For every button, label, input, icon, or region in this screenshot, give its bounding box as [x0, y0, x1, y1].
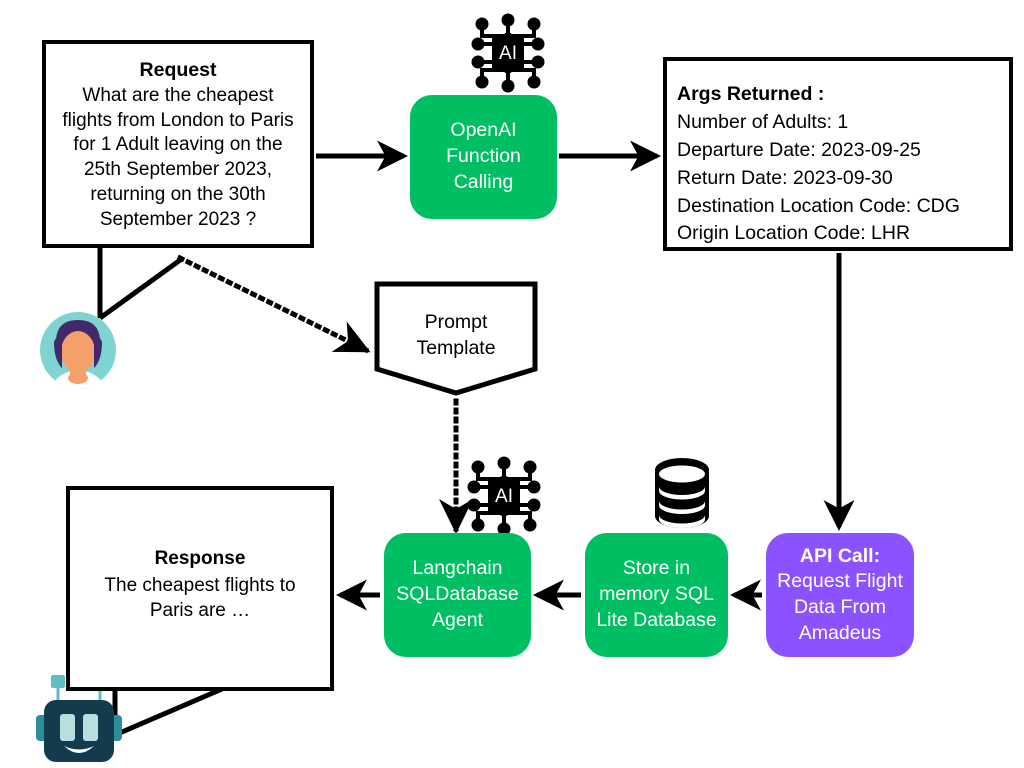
request-line-6: September 2023 ? — [99, 208, 257, 230]
openai-line-2: Function — [446, 145, 521, 168]
request-line-2: flights from London to Paris — [62, 109, 294, 131]
svg-text:AI: AI — [495, 486, 513, 507]
api-call-line-2: Data From — [793, 596, 887, 618]
api-call-line-3: Amadeus — [798, 621, 882, 644]
langchain-line-1: Langchain — [412, 557, 503, 580]
arrow-request-to-prompt-template — [176, 254, 371, 354]
request-line-4: 25th September 2023, — [83, 159, 273, 181]
request-bubble-tail — [97, 248, 185, 321]
user-avatar-icon — [40, 312, 116, 388]
args-return-date: Return Date: 2023-09-30 — [677, 166, 893, 189]
database-cylinder-icon — [655, 458, 709, 528]
langchain-sqldatabase-agent-box[interactable]: Langchain SQLDatabase Agent — [384, 533, 531, 657]
langchain-line-2: SQLDatabase — [396, 583, 519, 606]
prompt-template-line-2: Template — [416, 337, 496, 360]
store-line-2: memory SQL — [599, 583, 714, 606]
args-destination-location-code: Destination Location Code: CDG — [677, 194, 960, 217]
api-call-line-1: Request Flight — [777, 570, 903, 593]
openai-line-3: Calling — [453, 170, 514, 193]
openai-function-calling-box[interactable]: OpenAI Function Calling — [410, 95, 557, 219]
request-title: Request — [139, 58, 217, 81]
ai-chip-icon: AI — [471, 13, 545, 93]
openai-line-1: OpenAI — [450, 119, 517, 142]
request-line-1: What are the cheapest — [82, 85, 274, 107]
prompt-template-shape — [374, 281, 538, 396]
request-line-5: returning on the 30th — [90, 183, 266, 205]
response-line-2: Paris are … — [149, 600, 251, 622]
api-call-amadeus-box[interactable]: API Call: Request Flight Data From Amade… — [766, 533, 914, 657]
response-bubble: Response The cheapest flights to Paris a… — [66, 486, 334, 691]
langchain-line-3: Agent — [432, 608, 483, 631]
prompt-template-box: Prompt Template — [374, 281, 538, 396]
store-line-1: Store in — [622, 557, 691, 580]
robot-avatar-icon — [36, 675, 122, 762]
args-origin-location-code: Origin Location Code: LHR — [677, 222, 911, 245]
args-title: Args Returned : — [677, 83, 825, 105]
args-number-of-adults: Number of Adults: 1 — [677, 110, 849, 133]
store-line-3: Lite Database — [596, 608, 717, 631]
request-bubble: Request What are the cheapest flights fr… — [42, 40, 314, 248]
args-departure-date: Departure Date: 2023-09-25 — [677, 138, 921, 161]
request-line-3: for 1 Adult leaving on the — [73, 134, 283, 156]
ai-chip-icon: AI — [467, 456, 541, 536]
response-line-1: The cheapest flights to — [104, 574, 296, 596]
args-returned-box: Args Returned : Number of Adults: 1 Depa… — [663, 57, 1013, 251]
api-call-title: API Call: — [799, 544, 881, 567]
store-in-memory-sql-box[interactable]: Store in memory SQL Lite Database — [585, 533, 728, 657]
svg-text:AI: AI — [499, 43, 517, 64]
response-title: Response — [154, 547, 246, 569]
response-bubble-tail — [112, 686, 223, 738]
prompt-template-line-1: Prompt — [424, 311, 488, 333]
